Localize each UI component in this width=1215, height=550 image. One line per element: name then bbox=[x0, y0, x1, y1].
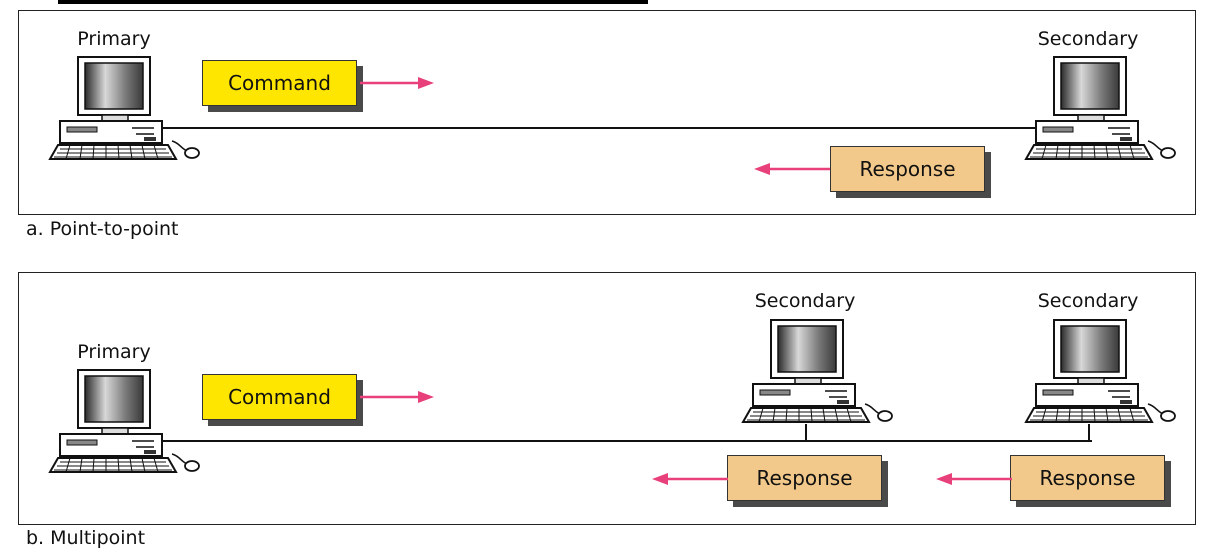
arrow-right-icon bbox=[360, 77, 434, 89]
response-box-2: Response bbox=[1010, 455, 1165, 501]
primary-computer-icon bbox=[40, 55, 200, 165]
top-rule bbox=[58, 0, 648, 4]
secondary-2-label: Secondary bbox=[1037, 290, 1139, 312]
drop-line-2 bbox=[1088, 424, 1090, 442]
drop-line-1 bbox=[805, 424, 807, 442]
command-box: Command bbox=[202, 374, 357, 420]
secondary-computer-icon bbox=[1016, 55, 1176, 165]
secondary-2-computer-icon bbox=[1016, 318, 1176, 428]
arrow-left-icon bbox=[652, 473, 728, 485]
primary-label: Primary bbox=[77, 341, 151, 363]
primary-computer-icon bbox=[40, 368, 200, 478]
response-box-1: Response bbox=[727, 455, 882, 501]
secondary-label: Secondary bbox=[1037, 28, 1139, 50]
response-box: Response bbox=[830, 146, 985, 192]
primary-label: Primary bbox=[77, 28, 151, 50]
arrow-right-icon bbox=[360, 391, 434, 403]
arrow-left-icon bbox=[936, 473, 1012, 485]
caption-multipoint: b. Multipoint bbox=[26, 527, 146, 549]
bus-line bbox=[162, 440, 1092, 442]
secondary-1-computer-icon bbox=[733, 318, 893, 428]
command-box: Command bbox=[202, 60, 357, 106]
secondary-1-label: Secondary bbox=[754, 290, 856, 312]
panel-point-to-point bbox=[18, 10, 1196, 215]
arrow-left-icon bbox=[754, 163, 830, 175]
caption-point-to-point: a. Point-to-point bbox=[26, 218, 179, 240]
link-line bbox=[162, 127, 1037, 129]
